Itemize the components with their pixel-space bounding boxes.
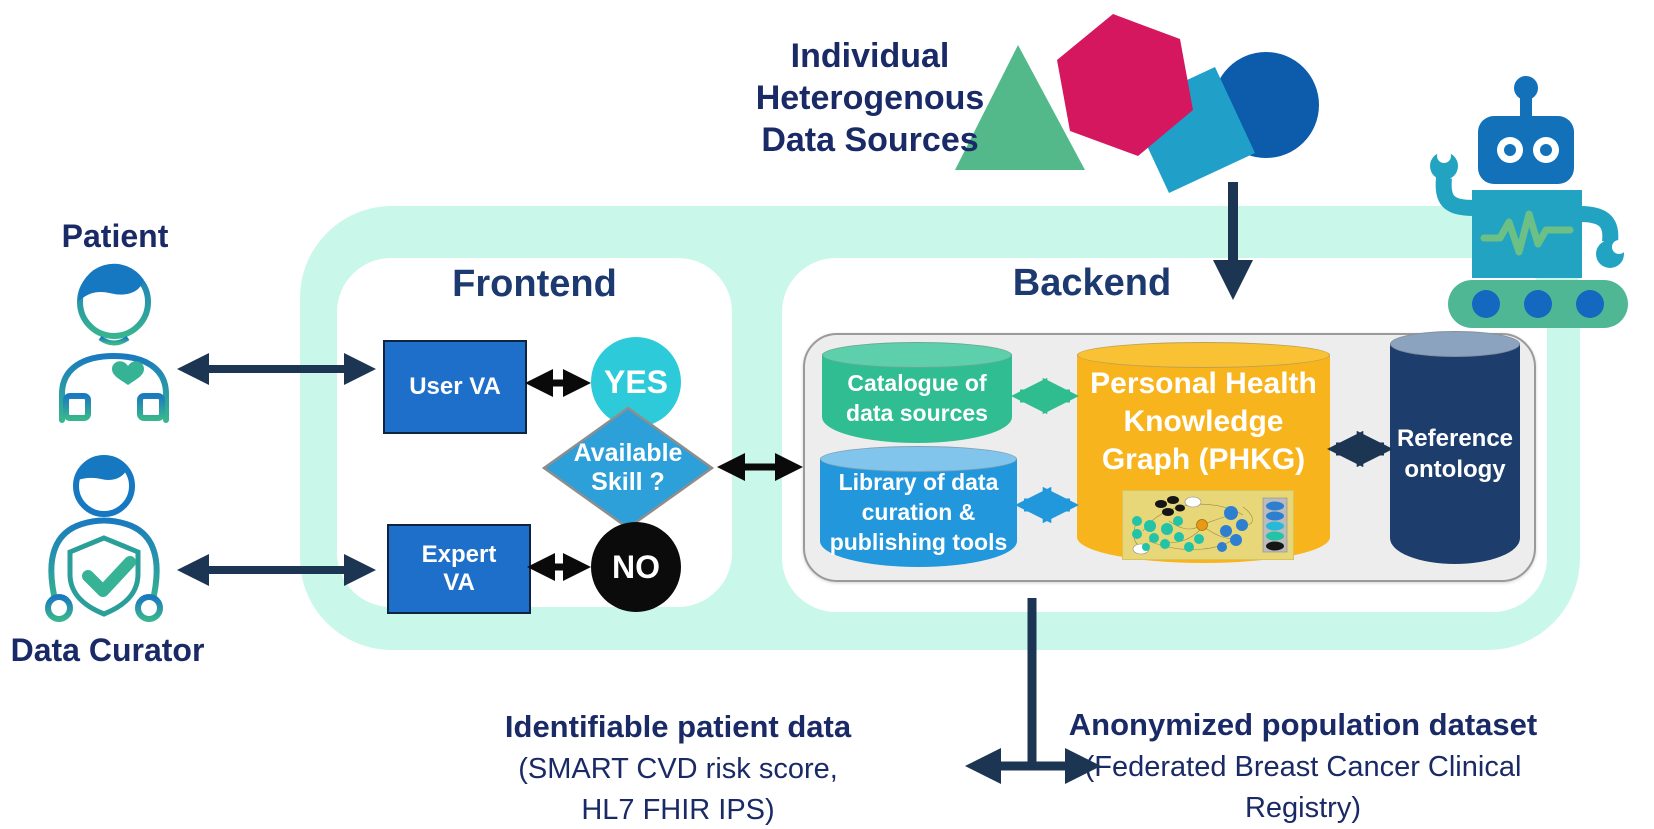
available-skill-line2: Skill ? xyxy=(591,468,665,496)
data-curator-label: Data Curator xyxy=(10,632,205,668)
backend-title: Backend xyxy=(1012,262,1172,304)
phkg-line1: Personal Health xyxy=(1090,367,1317,400)
reference-line2: ontology xyxy=(1404,456,1506,483)
data-sources-line2: Heterogenous xyxy=(755,79,985,118)
identifiable-title: Identifiable patient data xyxy=(504,709,852,744)
reference-ontology-cylinder: Reference ontology xyxy=(1390,331,1520,564)
catalogue-line2: data sources xyxy=(846,400,988,426)
phkg-line2: Knowledge xyxy=(1123,404,1284,438)
data-sources-line1: Individual xyxy=(790,37,950,75)
phkg-line3: Graph (PHKG) xyxy=(1101,442,1306,476)
patient-label: Patient xyxy=(61,218,169,254)
catalogue-line1: Catalogue of xyxy=(847,370,987,397)
yes-node: YES xyxy=(591,337,681,427)
library-line1: Library of data xyxy=(838,469,999,496)
data-curator-icon xyxy=(45,455,163,622)
phkg-graph-inset xyxy=(1122,490,1294,560)
anonymized-line2: (Federated Breast Cancer Clinical xyxy=(1084,751,1522,784)
anonymized-title: Anonymized population dataset xyxy=(1068,707,1538,742)
expert-va-line2: VA xyxy=(443,569,475,596)
data-sources-line3: Data Sources xyxy=(761,121,979,160)
catalogue-cylinder: Catalogue of data sources xyxy=(822,342,1012,443)
identifiable-line3: HL7 FHIR IPS) xyxy=(581,794,775,827)
user-va-box: User VA xyxy=(383,340,527,434)
user-va-label: User VA xyxy=(409,373,501,401)
available-skill-line1: Available xyxy=(573,439,683,467)
expert-va-line1: Expert xyxy=(421,541,497,569)
frontend-title: Frontend xyxy=(452,263,617,305)
identifiable-line2: (SMART CVD risk score, xyxy=(518,753,838,786)
library-cylinder: Library of data curation & publishing to… xyxy=(820,446,1017,567)
reference-line1: Reference xyxy=(1396,424,1514,452)
no-label: NO xyxy=(612,548,660,585)
library-line3: publishing tools xyxy=(829,528,1008,555)
no-node: NO xyxy=(591,522,681,612)
identifiable-data-block: Identifiable patient data (SMART CVD ris… xyxy=(478,705,878,829)
patient-icon xyxy=(59,263,169,423)
yes-label: YES xyxy=(603,363,669,400)
available-skill-label: Available Skill ? xyxy=(540,406,716,530)
library-line2: curation & xyxy=(861,499,976,526)
data-sources-label: Individual Heterogenous Data Sources xyxy=(690,35,1050,161)
anonymized-line3: Registry) xyxy=(1244,792,1361,825)
anonymized-data-block: Anonymized population dataset (Federated… xyxy=(1048,703,1558,829)
expert-va-box: Expert VA xyxy=(387,524,531,614)
